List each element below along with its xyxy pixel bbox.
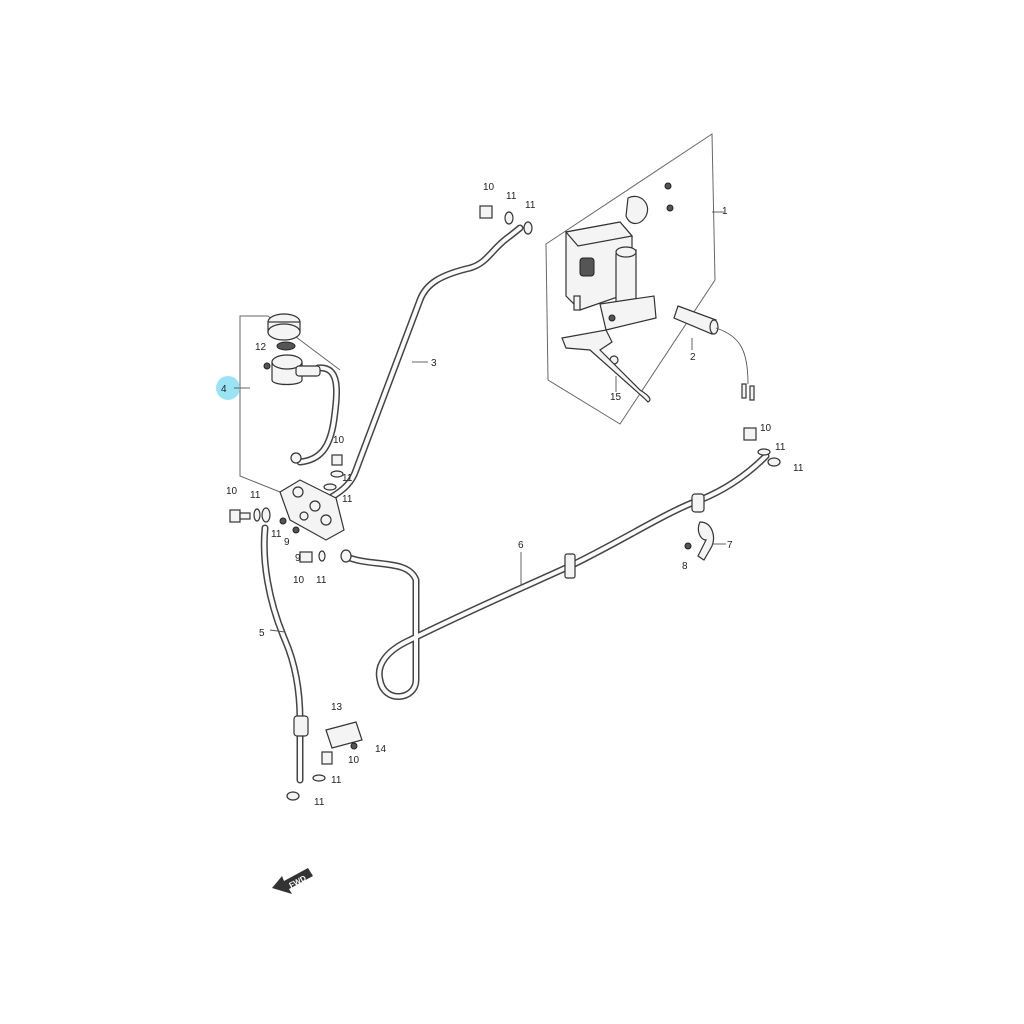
hose-bracket-7 [697,521,715,561]
label-1: 1 [722,206,728,217]
label-14: 14 [375,744,387,755]
washer [767,457,781,467]
brake-hose-5 [260,524,309,784]
label-11-top-a: 11 [506,191,517,202]
assembly-frame-1 [545,133,716,425]
reservoir-assembly [267,313,321,386]
label-11-bot-a: 11 [331,775,342,786]
label-11-right-a: 11 [775,442,786,453]
banjo-bolt-top [479,205,493,219]
label-7: 7 [727,540,733,551]
brake-hose-6 [341,452,770,700]
label-9b: 9 [295,553,301,564]
label-11-bot-b: 11 [314,797,325,808]
screw-icon [263,362,271,370]
label-11-right-b: 11 [793,463,804,474]
washer [523,221,533,235]
brake-junction-block [279,479,345,541]
banjo-bolt-right [743,427,757,441]
label-10-right: 10 [760,423,772,434]
label-10-low: 10 [293,575,305,586]
label-10-bot: 10 [348,755,360,766]
banjo-bolt-bottom [321,751,333,765]
banjo-bolt-low [299,551,313,563]
pivot-bolt [573,295,581,311]
bolt-14 [350,742,358,750]
label-8: 8 [682,561,688,572]
label-11-top-b: 11 [525,200,536,211]
washer [504,211,514,225]
label-5: 5 [259,628,265,639]
banjo-fitting [340,549,352,563]
washer [253,508,261,522]
brake-switch-2 [673,305,755,401]
label-11-left-b: 11 [271,529,282,540]
label-12: 12 [255,342,267,353]
washer [323,483,337,491]
label-10-left: 10 [226,486,238,497]
label-11-mid-b: 11 [342,494,353,505]
banjo-fitting [261,507,271,523]
hose-clip [290,452,302,464]
selected-part-highlight [216,376,240,400]
brake-hose-3 [326,224,524,502]
screw-icon [666,204,674,212]
hose-grommet [691,493,705,513]
label-9a: 9 [284,537,290,548]
bolt-9b [292,526,300,534]
label-10-top: 10 [483,182,495,193]
washer [312,774,326,782]
hose-grommet [564,553,576,579]
washer [330,470,344,478]
label-15: 15 [610,392,622,403]
washer [757,448,771,456]
label-4: 4 [221,384,227,395]
screw-icon [664,182,672,190]
label-10-mid: 10 [333,435,345,446]
label-11-mid-a: 11 [342,473,353,484]
label-11-low: 11 [316,575,327,586]
hose-clamp-13 [325,721,363,749]
bolt-9a [279,517,287,525]
label-11-left: 11 [250,490,261,501]
reservoir-hose [296,364,341,466]
label-2: 2 [690,352,696,363]
fwd-direction-arrow: FWD [272,868,313,894]
banjo-bolt-left [229,509,251,523]
bolt-8 [684,542,692,550]
hose-grommet [293,715,309,737]
master-cylinder-assembly [564,182,674,365]
label-6: 6 [518,540,524,551]
label-13: 13 [331,702,343,713]
assembly-frame-4 [239,315,301,501]
brake-lever-15 [561,329,651,403]
banjo-bolt-mid [331,454,343,466]
washer [318,550,326,562]
label-3: 3 [431,358,437,369]
washer [286,791,300,801]
